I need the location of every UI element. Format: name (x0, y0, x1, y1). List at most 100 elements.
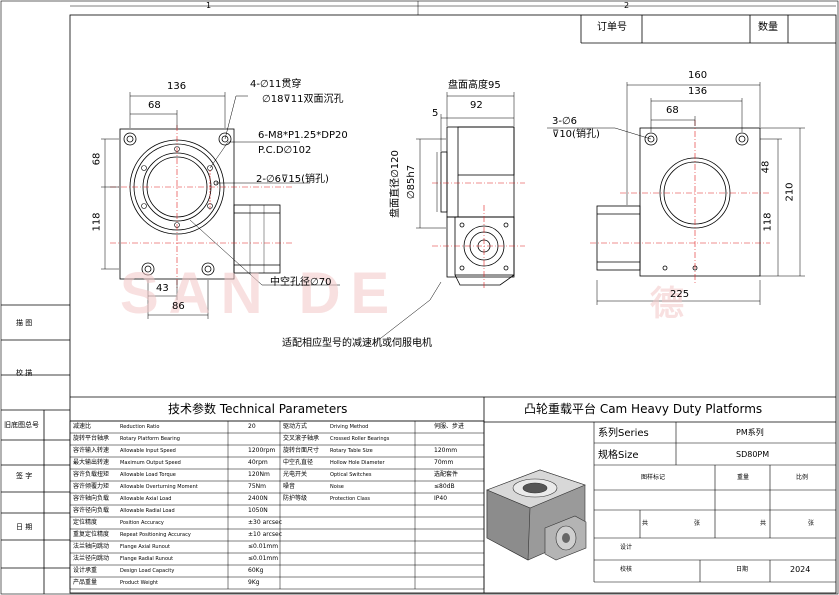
tech-cell-r3-c3: 中空孔直径 (283, 459, 314, 466)
side-label-check: 校 描 (16, 369, 33, 377)
dim-right-160: 160 (688, 70, 708, 81)
zone-label-2: 2 (624, 1, 630, 10)
tech-cell-r0-c3: 驱动方式 (283, 423, 308, 430)
product-title: 凸轮重载平台 Cam Heavy Duty Platforms (524, 402, 763, 416)
dim-front-43: 43 (156, 283, 169, 294)
note-counterbore: ∅18⊽11双面沉孔 (262, 94, 344, 105)
tech-cell-r0-c5: 伺服、步进 (434, 423, 465, 430)
dim-disk-height: 盘面高度95 (448, 80, 501, 91)
date-value: 2024 (790, 565, 811, 574)
tech-cell-r7-c2: 1050N (248, 507, 268, 514)
tech-cell-r7-c0: 容许径向负载 (73, 507, 110, 514)
tech-cell-r9-c1: Repeat Positioning Accuracy (120, 532, 191, 538)
dim-right-225: 225 (670, 289, 690, 300)
dim-front-68-vertical: 68 (91, 152, 103, 166)
dim-front-118-vertical: 118 (91, 212, 103, 232)
note-pcd: P.C.D∅102 (258, 145, 312, 156)
tech-cell-r2-c4: Rotary Table Size (330, 448, 373, 454)
side-label-trace: 描 图 (16, 319, 33, 327)
tech-cell-r6-c2: 2400N (248, 495, 268, 502)
sheet-label-2: 张 (808, 520, 815, 527)
tech-cell-r6-c5: IP40 (434, 495, 448, 502)
tech-cell-r0-c1: Reduction Ratio (120, 424, 160, 430)
tech-cell-r5-c5: ≤80dB (434, 483, 455, 490)
tech-cell-r5-c2: 75Nm (248, 483, 266, 490)
tech-cell-r6-c0: 容许轴向负载 (73, 495, 110, 502)
tech-cell-r12-c1: Design Load Capacity (120, 568, 175, 574)
tech-cell-r2-c0: 容许输入转速 (73, 447, 110, 454)
stage-mark-label: 图样标记 (641, 474, 666, 481)
total-label-1: 共 (642, 520, 649, 527)
note-thread-holes: 6-M8*P1.25*DP20 (258, 130, 348, 141)
side-label-signature: 签 字 (16, 472, 33, 480)
note-right-pin2: ⊽10(销孔) (552, 129, 600, 140)
dim-right-68: 68 (666, 105, 679, 116)
tech-cell-r4-c4: Optical Switches (330, 472, 372, 478)
spec-label: 规格Size (598, 450, 639, 461)
tech-cell-r13-c1: Product Weight (120, 580, 158, 586)
tech-params-title: 技术参数 Technical Parameters (168, 402, 348, 416)
tech-cell-r1-c1: Rotary Platform Bearing (120, 436, 180, 442)
note-hollow-diameter: 中空孔径∅70 (270, 277, 332, 288)
tech-cell-r6-c3: 防护等级 (283, 495, 308, 502)
note-right-pin1: 3-∅6 (552, 116, 578, 127)
dim-front-136: 136 (167, 81, 187, 92)
tech-cell-r5-c1: Allowable Overturning Moment (120, 484, 198, 490)
tech-cell-r5-c4: Noise (330, 484, 344, 490)
tech-cell-r2-c2: 1200rpm (248, 447, 276, 454)
sheet-label-1: 张 (694, 520, 701, 527)
quantity-label: 数量 (758, 22, 778, 33)
tech-cell-r5-c3: 噪音 (283, 483, 296, 490)
tech-cell-r3-c4: Hollow Hole Diameter (330, 460, 385, 466)
tech-cell-r4-c3: 光电开关 (283, 471, 308, 478)
order-number-label: 订单号 (597, 22, 627, 33)
dim-front-86: 86 (172, 301, 185, 312)
tech-cell-r10-c1: Flange Axial Runout (120, 544, 170, 550)
tech-cell-r11-c2: ≤0.01mm (248, 555, 279, 562)
tech-cell-r12-c2: 60Kg (248, 567, 264, 574)
check-label: 校核 (620, 566, 633, 573)
tech-cell-r1-c0: 旋转平台轴承 (73, 435, 110, 442)
side-label-old-drawing: 旧底图总号 (4, 421, 39, 429)
date-label: 日期 (736, 566, 749, 573)
tech-cell-r0-c0: 减速比 (73, 423, 92, 430)
tech-cell-r2-c5: 120mm (434, 447, 458, 454)
tech-cell-r8-c0: 定位精度 (73, 519, 98, 526)
tech-cell-r6-c1: Allowable Axial Load (120, 496, 172, 502)
tech-cell-r3-c5: 70mm (434, 459, 454, 466)
weight-label: 重量 (737, 474, 750, 481)
series-value: PM系列 (736, 428, 764, 437)
dim-side-92: 92 (470, 100, 483, 111)
dim-side-85h7: ∅85h7 (406, 164, 418, 200)
zone-label-1: 1 (206, 1, 212, 10)
tech-cell-r4-c1: Allowable Load Torque (120, 472, 176, 478)
tech-cell-r2-c3: 旋转台面尺寸 (283, 447, 320, 454)
tech-cell-r4-c2: 120Nm (248, 471, 270, 478)
watermark-text: SAN DE (120, 261, 400, 326)
tech-cell-r1-c4: Crossed Roller Bearings (330, 436, 390, 442)
tech-cell-r1-c3: 交叉滚子轴承 (283, 435, 320, 442)
side-view (440, 126, 515, 286)
dim-side-5: 5 (432, 108, 439, 119)
tech-cell-r9-c2: ±10 arcsec (248, 531, 282, 538)
tech-cell-r10-c0: 法兰轴向跳动 (73, 543, 110, 550)
note-through-hole: 4-∅11贯穿 (250, 79, 302, 90)
right-view (596, 127, 761, 277)
tech-cell-r12-c0: 设计承重 (73, 567, 98, 574)
tech-cell-r6-c4: Protection Class (330, 496, 371, 502)
tech-cell-r3-c2: 40rpm (248, 459, 268, 466)
scale-label: 比例 (796, 474, 809, 481)
dim-right-136: 136 (688, 86, 708, 97)
side-label-date: 日 期 (16, 523, 33, 531)
dim-right-118: 118 (762, 212, 774, 232)
total-label-2: 共 (760, 520, 767, 527)
dim-disk-diameter: 盘面直径∅120 (389, 150, 401, 218)
tech-cell-r10-c2: ≤0.01mm (248, 543, 279, 550)
design-label: 设计 (620, 544, 633, 551)
tech-cell-r8-c2: ±30 arcsec (248, 519, 282, 526)
dim-right-48: 48 (760, 160, 772, 174)
dim-front-68: 68 (148, 100, 161, 111)
tech-cell-r0-c2: 20 (248, 423, 256, 430)
tech-cell-r13-c2: 9Kg (248, 579, 260, 586)
